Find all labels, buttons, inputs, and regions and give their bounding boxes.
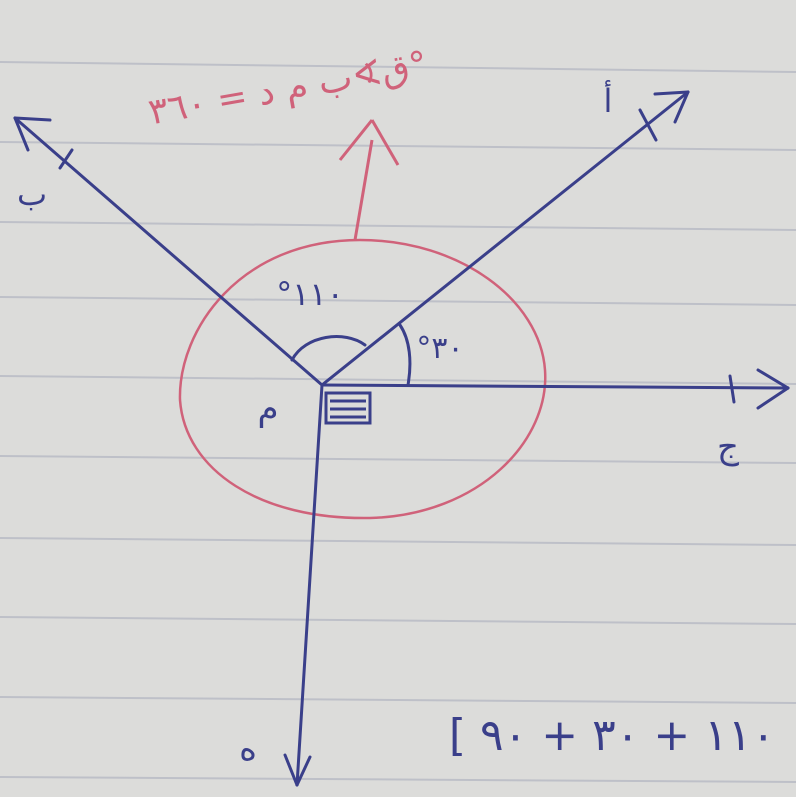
red-circle bbox=[178, 238, 547, 520]
angle-arc-large bbox=[290, 335, 367, 362]
angle-arc-small bbox=[398, 323, 412, 387]
angle-label-large: °١١٠ bbox=[276, 275, 344, 313]
right-angle-marker bbox=[324, 391, 372, 425]
ray-upper-left bbox=[13, 116, 324, 387]
red-arrow bbox=[338, 119, 400, 241]
ray-label-c: ج bbox=[717, 427, 739, 467]
point-label: م bbox=[257, 389, 278, 429]
bracket-expression: [ ١١٠ + ٣٠ + ٩٠ bbox=[449, 710, 775, 761]
ray-label-b: ب bbox=[17, 175, 47, 213]
ray-right bbox=[320, 383, 790, 390]
ray-label-h: ه bbox=[239, 729, 257, 769]
ray-upper-right bbox=[320, 90, 690, 387]
angle-label-small: °٣٠ bbox=[416, 331, 463, 366]
ray-label-a: أ bbox=[604, 80, 613, 120]
ray-down bbox=[295, 383, 324, 787]
ruled-lines bbox=[0, 61, 796, 783]
rays bbox=[13, 90, 790, 787]
